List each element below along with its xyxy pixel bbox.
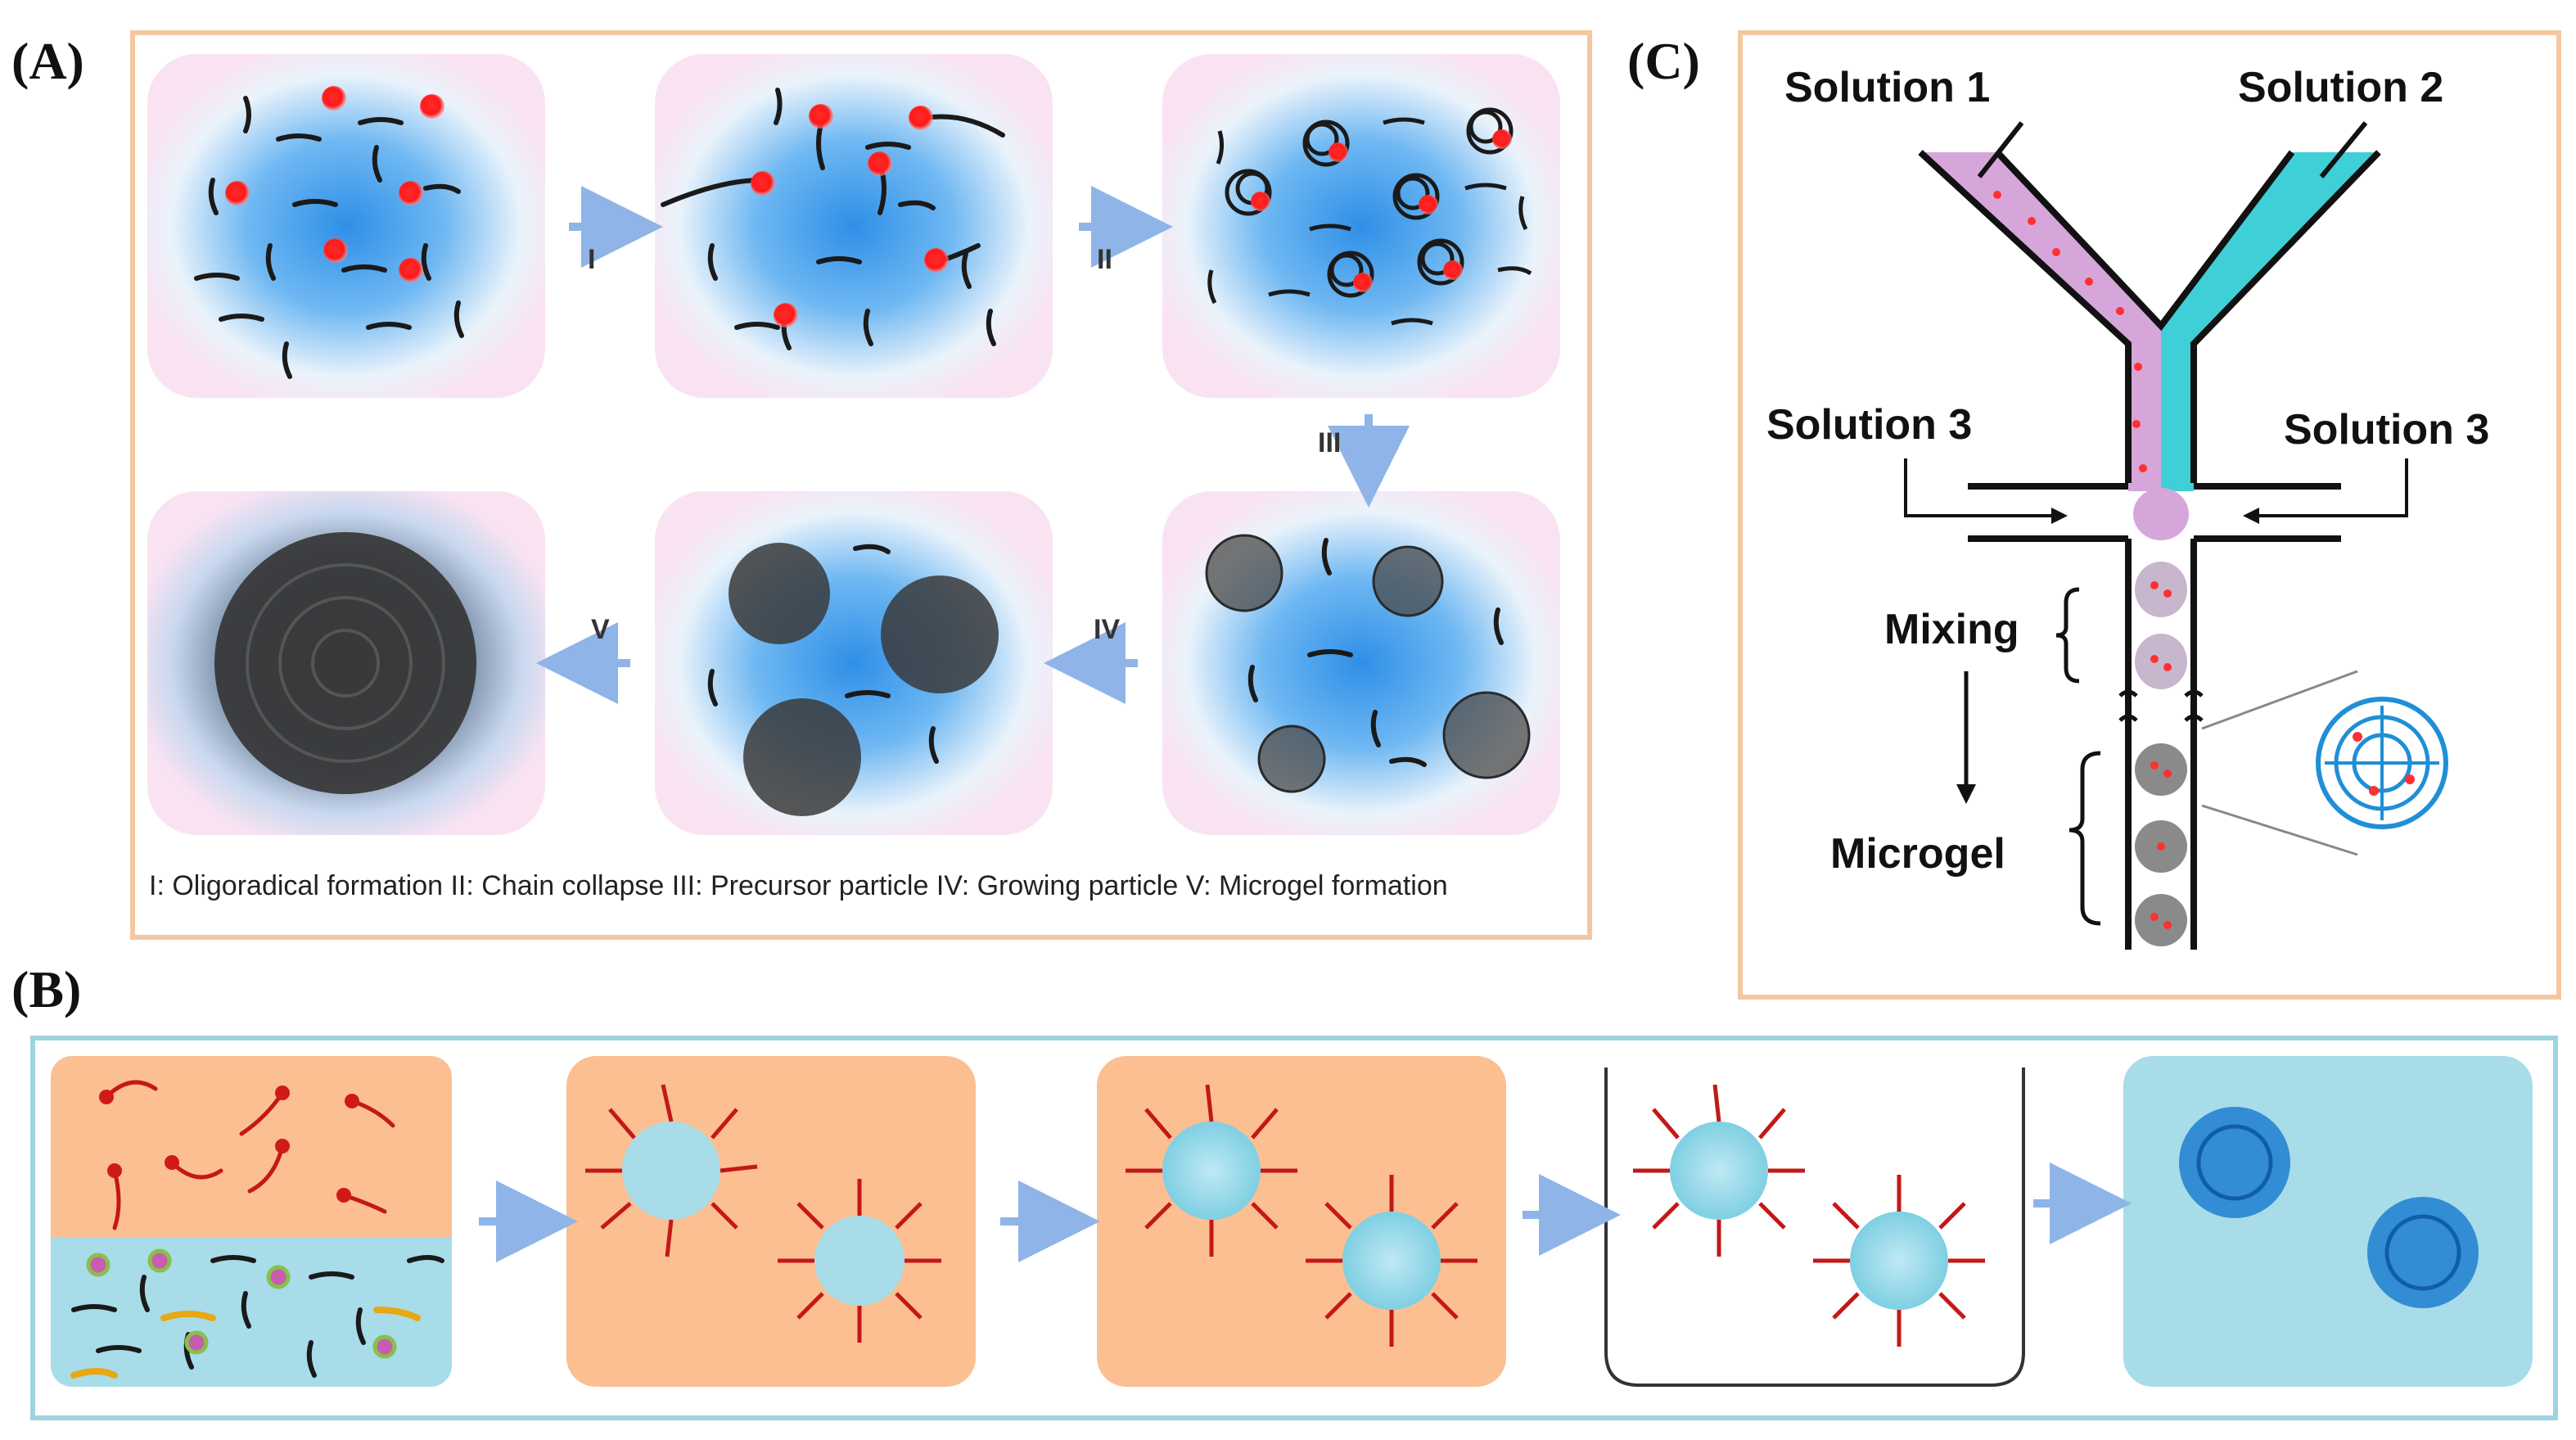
b-stage-3	[1097, 1056, 1506, 1387]
a-tile-1	[147, 54, 545, 398]
panel-a-label: (A)	[11, 32, 84, 90]
step-label-1: I	[588, 244, 595, 275]
step-label-2: II	[1097, 244, 1112, 275]
a-tile-3	[1162, 54, 1560, 398]
cross-channel-walls	[1968, 483, 2341, 950]
mixing-brace	[2055, 587, 2080, 684]
y-channel-walls	[1918, 150, 2381, 483]
a-tile-3-radicals	[1251, 129, 1512, 292]
channel-break-marks	[2118, 689, 2204, 722]
microgel-droplets	[2135, 743, 2187, 946]
mixing-label: Mixing	[1884, 606, 2019, 653]
a-tile-5-particles	[729, 543, 999, 816]
solution-1-particles	[1993, 191, 2147, 472]
mixing-droplets	[2133, 488, 2189, 689]
a-arrows	[536, 186, 1410, 704]
panel-a-frame	[130, 30, 1592, 940]
a-tile-3-coils	[1207, 107, 1532, 326]
solution-2-label: Solution 2	[2238, 64, 2443, 111]
channel-solution-1	[1920, 152, 2161, 491]
b-arrows	[479, 1162, 2132, 1262]
b-stage-2-surfactant-tails	[585, 1084, 941, 1343]
solution-1-arrow	[1977, 121, 2024, 178]
b-stage-4-surfactant-tails	[1633, 1084, 1985, 1347]
panel-b-frame	[30, 1036, 2558, 1420]
b-stage-2	[566, 1056, 976, 1387]
channel-solution-2	[2161, 152, 2379, 491]
b-stage-5	[2123, 1056, 2533, 1387]
a-tile-4-particles	[1205, 534, 1531, 793]
solution-3-left-label: Solution 3	[1766, 401, 1972, 449]
zoom-lines	[2201, 670, 2358, 856]
droplet-dots	[2150, 581, 2172, 929]
solution-1-label: Solution 1	[1784, 64, 1990, 111]
a-tile-1-chains	[194, 96, 464, 379]
microgel-label: Microgel	[1830, 830, 2005, 878]
b-stage-4	[1604, 1068, 2025, 1387]
panel-b-label: (B)	[11, 960, 81, 1018]
panel-a-caption: I: Oligoradical formation II: Chain coll…	[149, 870, 1448, 901]
step-label-4: IV	[1094, 614, 1120, 645]
panel-c-label: (C)	[1627, 32, 1700, 90]
b-stage-3-surfactant-tails	[1126, 1084, 1477, 1347]
microgel-brace	[2068, 751, 2101, 926]
a-tile-2-radicals	[751, 104, 949, 327]
a-tile-1-radicals	[225, 86, 444, 282]
b-stage-1-monomers	[71, 1255, 444, 1378]
solution-2-arrow	[2319, 121, 2368, 178]
step-label-3: III	[1318, 427, 1341, 458]
a-tile-4-chains	[1247, 538, 1504, 767]
step-label-5: V	[591, 614, 610, 645]
a-tile-5-chains	[707, 544, 939, 764]
microgel-zoom-bead	[2316, 697, 2448, 829]
panel-c-frame	[1738, 30, 2561, 1000]
a-tile-2	[655, 54, 1053, 398]
solution-3-right-label: Solution 3	[2284, 406, 2489, 454]
solution-3-arrows	[1904, 458, 2408, 517]
a-tile-6-microgel	[214, 532, 476, 794]
